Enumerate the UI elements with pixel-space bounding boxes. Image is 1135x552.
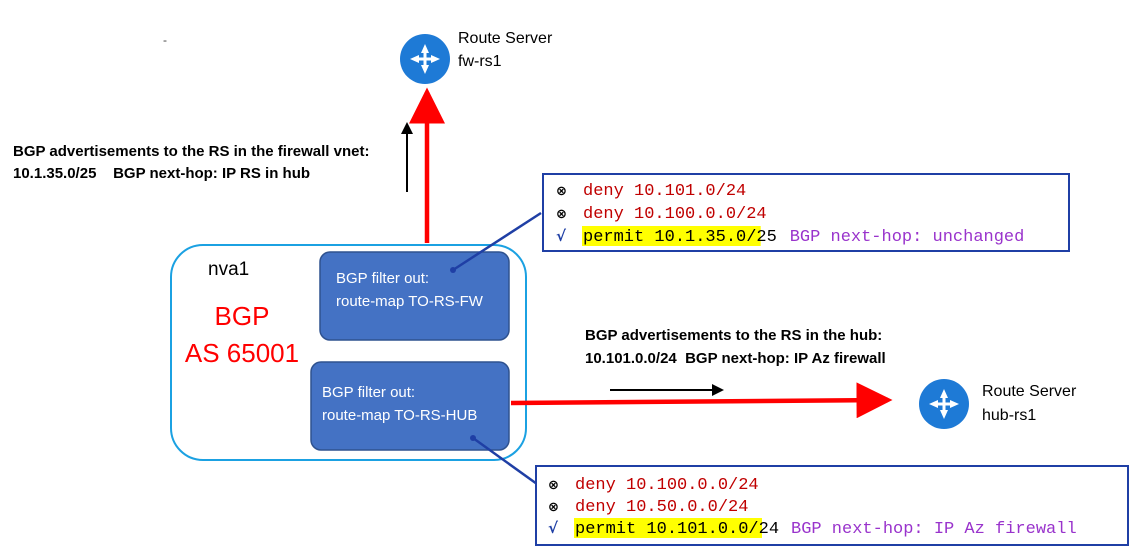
check-icon: √	[548, 519, 559, 537]
filter-fw-line2: route-map TO-RS-FW	[336, 293, 484, 310]
permit-rule: permit 10.101.0.0/24	[575, 520, 779, 539]
filter-fw-line1: BGP filter out:	[336, 270, 429, 287]
red-arrow-right	[510, 382, 893, 419]
bgp-label: BGP	[215, 301, 270, 331]
connector-fw-dot	[450, 267, 456, 273]
as-number-label: AS 65001	[185, 338, 299, 368]
deny-icon: ⊗	[548, 500, 559, 515]
deny-icon: ⊗	[556, 207, 567, 222]
route-server-top-line1: Route Server	[458, 30, 553, 47]
route-server-right-line2: hub-rs1	[982, 407, 1036, 424]
route-server-top-line2: fw-rs1	[458, 53, 502, 70]
permit-highlight	[574, 518, 762, 538]
deny-icon: ⊗	[556, 184, 567, 199]
filter-hub-line2: route-map TO-RS-HUB	[322, 407, 477, 424]
deny-rule: deny 10.100.0.0/24	[575, 476, 759, 495]
routemap-fw-rules: ⊗ deny 10.101.0/24 ⊗ deny 10.100.0.0/24 √ per…	[556, 182, 1024, 247]
filter-hub-box	[310, 361, 510, 451]
connector-fw	[452, 211, 542, 272]
deny-rule: deny 10.101.0/24	[583, 182, 746, 201]
nexthop-label: BGP next-hop: unchanged	[790, 228, 1025, 247]
check-icon: √	[556, 227, 567, 245]
routemap-hub-rules: ⊗ deny 10.100.0.0/24 ⊗ deny 10.50.0.0/24 √ pe…	[548, 476, 1077, 539]
nva-title: nva1	[208, 259, 249, 280]
deny-icon: ⊗	[548, 478, 559, 493]
deny-rule: deny 10.100.0.0/24	[583, 205, 767, 224]
permit-highlight	[582, 226, 761, 246]
router-icon	[400, 34, 450, 84]
stray-mark: -	[163, 33, 167, 47]
annotation-right-line1: BGP advertisements to the RS in the hub:	[585, 327, 882, 344]
route-server-right-line1: Route Server	[982, 383, 1077, 400]
annotation-top-line2: 10.1.35.0/25 BGP next-hop: IP RS in hub	[13, 165, 310, 182]
connector-hub-dot	[470, 435, 476, 441]
connector-hub	[472, 436, 538, 486]
annotation-top-line1: BGP advertisements to the RS in the fire…	[13, 143, 369, 160]
nexthop-label: BGP next-hop: IP Az firewall	[791, 520, 1077, 539]
deny-rule: deny 10.50.0.0/24	[575, 498, 748, 517]
router-icon	[919, 379, 969, 429]
filter-hub-line1: BGP filter out:	[322, 384, 415, 401]
permit-rule: permit 10.1.35.0/25	[583, 228, 777, 247]
annotation-right-line2: 10.101.0.0/24 BGP next-hop: IP Az firewa…	[585, 350, 886, 367]
filter-fw-box	[319, 251, 510, 341]
